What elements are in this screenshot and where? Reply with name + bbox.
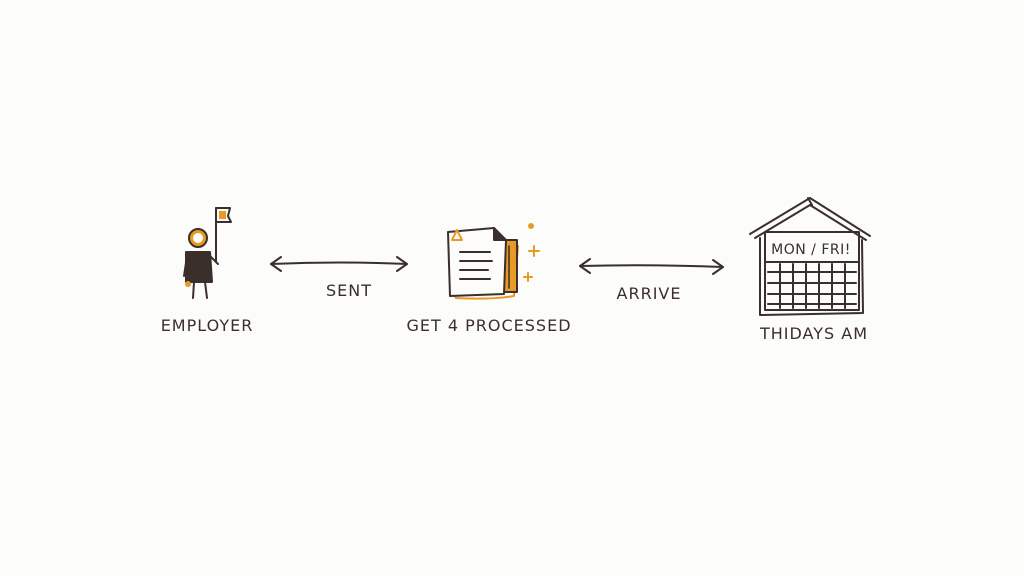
sent-label: SENT bbox=[325, 281, 373, 300]
sent-arrow bbox=[270, 256, 408, 272]
employer-icon bbox=[183, 207, 232, 299]
bank-label: THIDAYS AM bbox=[759, 324, 869, 343]
calendar-sign-label: MON / FRI! bbox=[771, 242, 851, 258]
calendar-building-icon bbox=[749, 197, 871, 316]
employer-label: EMPLOYER bbox=[160, 316, 254, 335]
processing-label: GET 4 PROCESSED bbox=[406, 316, 572, 335]
arrive-arrow bbox=[579, 258, 724, 275]
document-icon bbox=[447, 223, 540, 300]
arrive-label: ARRIVE bbox=[616, 284, 682, 303]
